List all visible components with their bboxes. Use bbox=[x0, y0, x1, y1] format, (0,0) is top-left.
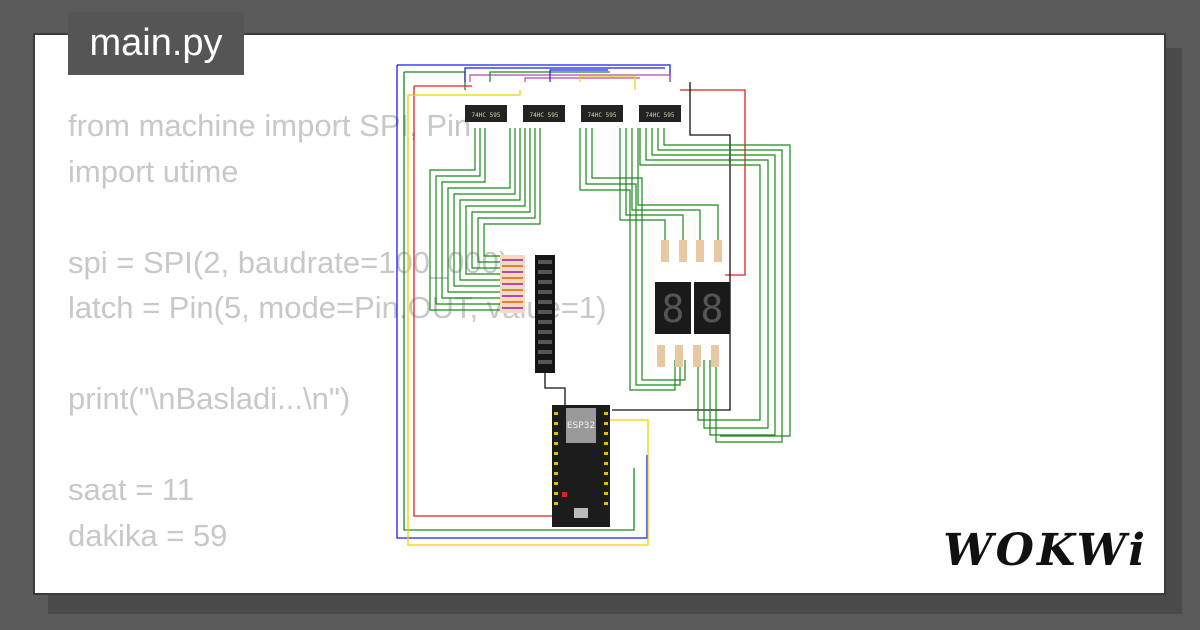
svg-text:ESP32: ESP32 bbox=[567, 421, 595, 431]
wire bbox=[471, 128, 531, 269]
wire bbox=[645, 128, 769, 429]
wire bbox=[631, 128, 701, 240]
wire bbox=[663, 128, 791, 437]
code-snippet: from machine import SPI, Pin import utim… bbox=[68, 103, 606, 558]
wire bbox=[637, 128, 719, 240]
code-line: from machine import SPI, Pin bbox=[68, 108, 472, 143]
wokwi-logo[interactable]: WOKWi bbox=[943, 525, 1148, 576]
svg-text:74HC 595: 74HC 595 bbox=[588, 112, 617, 119]
wire bbox=[651, 128, 776, 436]
circuit-diagram: 74HC 595 74HC 595 74HC 595 74HC 595 bbox=[396, 64, 791, 546]
wire bbox=[435, 128, 500, 305]
code-line: dakika = 59 bbox=[68, 517, 228, 553]
svg-text:74HC 595: 74HC 595 bbox=[472, 112, 501, 119]
code-line: saat = 11 bbox=[68, 472, 195, 507]
wire bbox=[585, 128, 681, 386]
wire bbox=[489, 71, 610, 82]
svg-text:8: 8 bbox=[662, 287, 685, 331]
code-line: print("\nBasladi...\n") bbox=[68, 381, 351, 416]
resistors-bottom[interactable] bbox=[657, 345, 719, 367]
shift-register-3[interactable]: 74HC 595 bbox=[581, 105, 623, 122]
seven-segment-display-1[interactable]: 8 bbox=[655, 282, 691, 334]
wire bbox=[625, 128, 684, 240]
shift-register-2[interactable]: 74HC 595 bbox=[523, 105, 565, 122]
code-line: latch = Pin(5, mode=Pin.OUT, value=1) bbox=[68, 290, 607, 325]
wire bbox=[657, 128, 783, 443]
code-line: import utime bbox=[68, 153, 239, 189]
wire bbox=[591, 128, 686, 381]
shift-register-4[interactable]: 74HC 595 bbox=[639, 105, 681, 122]
wire bbox=[612, 82, 731, 411]
resistor-bank[interactable] bbox=[500, 255, 525, 313]
wire bbox=[477, 128, 536, 263]
led-bar-graph[interactable] bbox=[535, 255, 555, 373]
code-line: spi = SPI(2, baudrate=100_000) bbox=[68, 244, 510, 280]
svg-text:74HC 595: 74HC 595 bbox=[530, 112, 559, 119]
wire bbox=[429, 128, 500, 311]
wire bbox=[408, 90, 521, 96]
wire bbox=[413, 86, 555, 517]
filename-tab[interactable]: main.py bbox=[68, 12, 244, 75]
wire bbox=[441, 128, 500, 299]
wire bbox=[524, 77, 640, 82]
shift-register-1[interactable]: 74HC 595 bbox=[465, 105, 507, 122]
wire bbox=[579, 75, 636, 90]
seven-segment-display-2[interactable]: 8 bbox=[694, 282, 730, 334]
wire bbox=[465, 128, 526, 275]
esp32-board[interactable]: ESP32 bbox=[552, 405, 610, 527]
wire bbox=[407, 95, 649, 546]
wire bbox=[464, 67, 665, 82]
wire bbox=[396, 65, 648, 539]
svg-text:8: 8 bbox=[701, 287, 724, 331]
wire bbox=[680, 89, 746, 276]
wire bbox=[459, 128, 521, 281]
wire bbox=[619, 128, 666, 240]
wire bbox=[453, 128, 516, 287]
wire bbox=[403, 72, 635, 531]
wire bbox=[469, 74, 671, 82]
wire bbox=[639, 128, 761, 421]
resistors-top[interactable] bbox=[661, 240, 722, 262]
svg-text:74HC 595: 74HC 595 bbox=[646, 112, 675, 119]
wire bbox=[404, 71, 466, 90]
wire bbox=[447, 128, 511, 293]
wire bbox=[549, 69, 608, 82]
wire bbox=[483, 128, 541, 257]
